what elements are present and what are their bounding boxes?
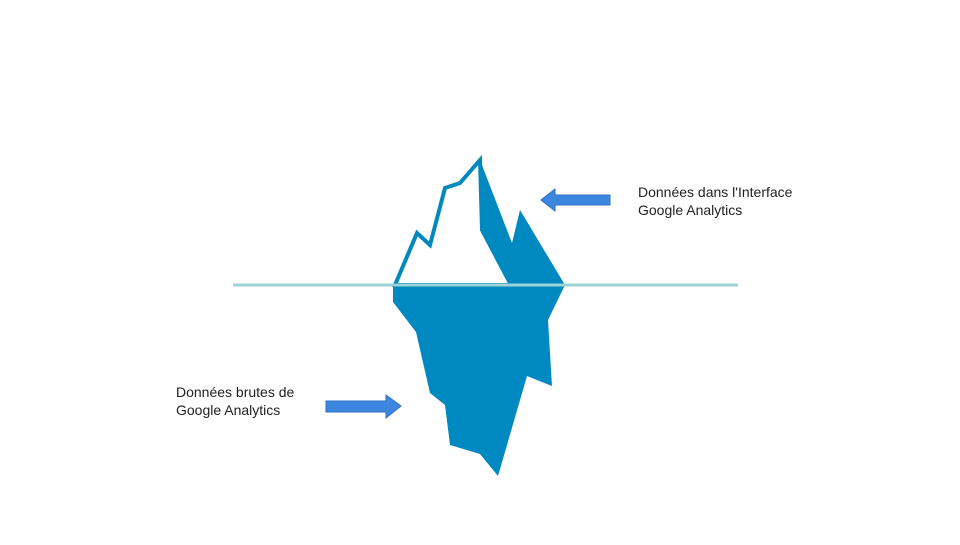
label-interface-data: Données dans l'Interface Google Analytic…	[638, 183, 792, 219]
label-raw-line2: Google Analytics	[176, 402, 281, 418]
arrow-right-icon	[325, 394, 402, 420]
iceberg-tip	[391, 154, 515, 287]
arrow-left-icon	[540, 187, 611, 213]
label-raw-data: Données brutes de Google Analytics	[176, 383, 294, 419]
label-interface-line2: Google Analytics	[638, 202, 743, 218]
label-interface-line1: Données dans l'Interface	[638, 184, 793, 200]
iceberg-underwater	[393, 285, 565, 476]
iceberg-shaded-side	[480, 160, 565, 285]
label-raw-line1: Données brutes de	[176, 384, 295, 400]
